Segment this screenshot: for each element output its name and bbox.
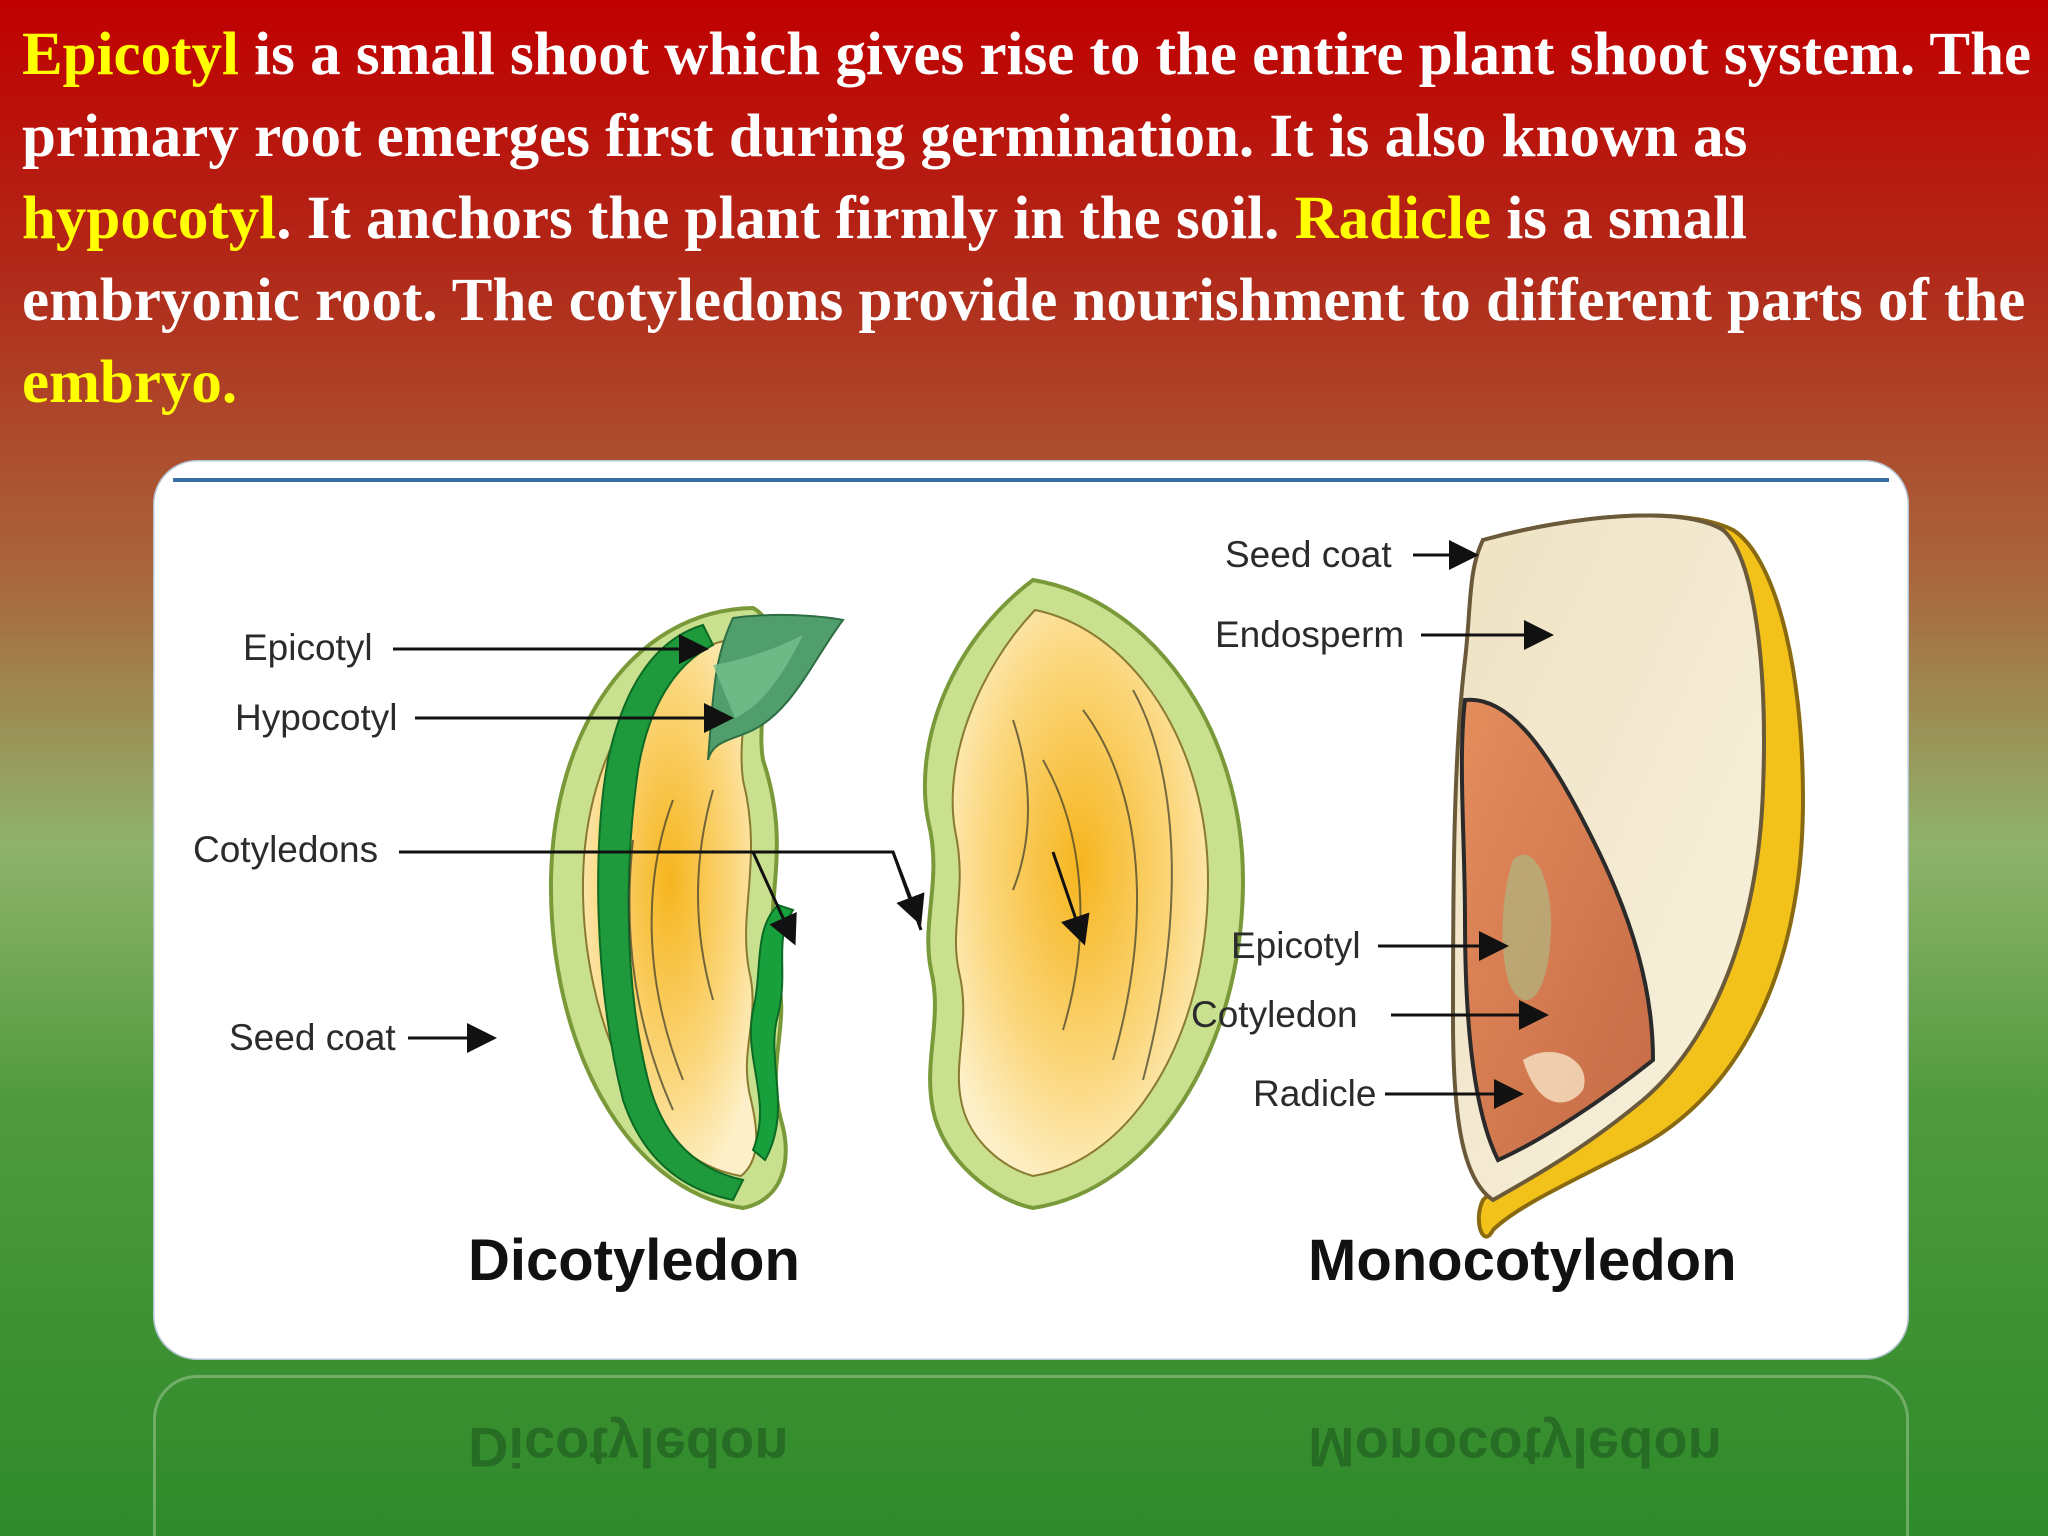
monocot-label-seed-coat: Seed coat [1225,534,1392,575]
monocot-seed-illustration [1378,513,1806,1239]
monocot-label-cotyledon: Cotyledon [1191,994,1358,1035]
reflection-dicot-caption: Dicotyledon [468,1416,789,1479]
intro-text-1: is a small shoot which gives rise to the… [22,21,2032,170]
dicot-caption: Dicotyledon [468,1228,800,1293]
dicot-label-hypocotyl: Hypocotyl [235,697,397,738]
dicot-seed-illustration [393,577,1246,1211]
term-hypocotyl: hypocotyl [22,185,277,252]
seed-diagram: Epicotyl Hypocotyl Cotyledons Seed coat … [153,460,1909,1360]
dicot-label-epicotyl: Epicotyl [243,627,373,668]
dicot-label-cotyledons: Cotyledons [193,829,378,870]
reflection-monocot-caption: Monocotyledon [1308,1416,1722,1479]
intro-paragraph: Epicotyl is a small shoot which gives ri… [22,14,2032,424]
intro-text-2: . It anchors the plant firmly in the soi… [276,185,1295,252]
term-epicotyl: Epicotyl [22,21,239,88]
monocot-label-epicotyl: Epicotyl [1231,925,1361,966]
panel-reflection: Dicotyledon Monocotyledon [153,1375,1909,1536]
monocot-label-endosperm: Endosperm [1215,614,1404,655]
term-radicle: Radicle [1294,185,1492,252]
dicot-label-seed-coat: Seed coat [229,1017,396,1058]
monocot-label-radicle: Radicle [1253,1073,1376,1114]
monocot-caption: Monocotyledon [1308,1228,1737,1293]
seed-diagram-panel: Epicotyl Hypocotyl Cotyledons Seed coat … [153,460,1909,1360]
term-embryo: embryo. [22,349,238,416]
intro-text-3: is a small embryonic root. The cotyledon… [22,185,2026,334]
reflection-frame [153,1375,1909,1536]
